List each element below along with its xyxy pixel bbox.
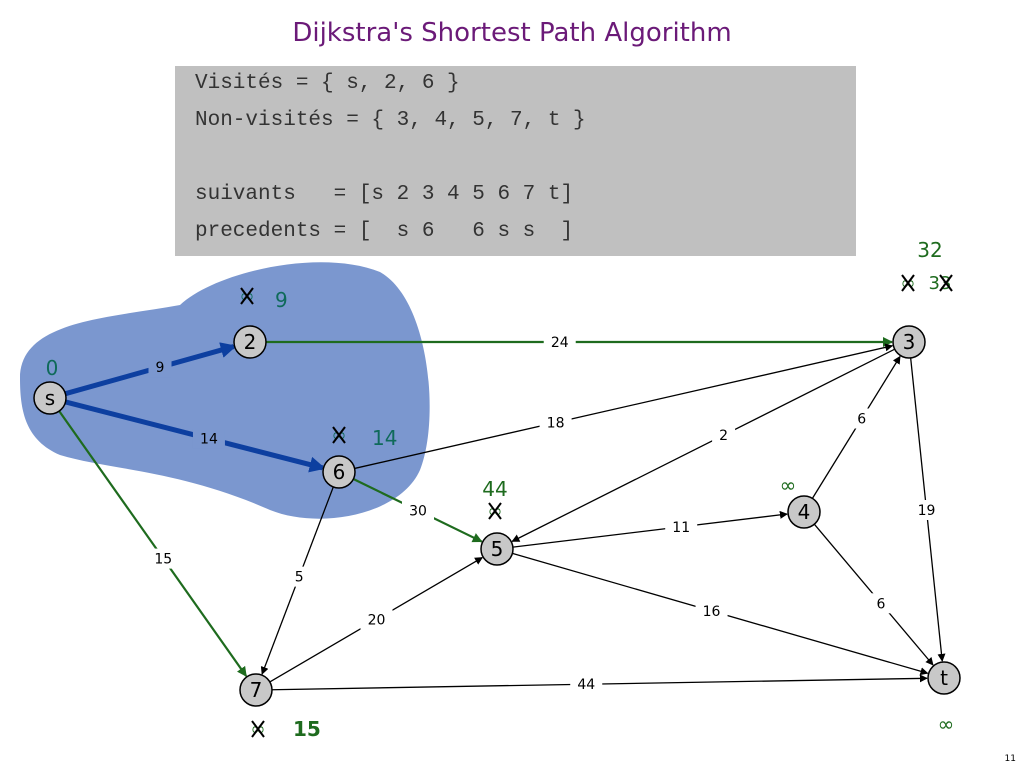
edge-weight-label: 15 — [154, 552, 172, 568]
node-6 — [322, 455, 356, 489]
edge-weight-label: 30 — [409, 504, 427, 520]
next-array-line: suivants = [s 2 3 4 5 6 7 t] — [195, 183, 574, 206]
distance-5: 44 — [482, 477, 507, 501]
node-label-t: t — [940, 666, 948, 690]
edge-weight-bg — [402, 500, 434, 521]
strikeout-mark — [240, 287, 254, 305]
edge-weight-bg — [910, 500, 943, 520]
node-label-3: 3 — [903, 330, 916, 354]
distance-s: 0 — [46, 356, 59, 380]
node-label-6: 6 — [333, 460, 346, 484]
node-5 — [480, 532, 514, 566]
edge-weight-label: 24 — [551, 335, 569, 351]
node-label-5: 5 — [491, 537, 504, 561]
node-4 — [787, 495, 821, 529]
node-3 — [892, 325, 926, 359]
edge-weight-bg — [665, 516, 698, 537]
distance-3: 32 — [917, 238, 942, 262]
edge-weight-label: 9 — [156, 360, 165, 376]
distance-7: 15 — [293, 717, 321, 741]
previous-array-line: precedents = [ s 6 6 s s ] — [195, 220, 574, 243]
edge-weight-bg — [850, 408, 874, 429]
distance-6: 14 — [372, 426, 397, 450]
node-label-s: s — [45, 386, 55, 410]
slide-title: Dijkstra's Shortest Path Algorithm — [292, 18, 732, 48]
strikeout-mark — [939, 274, 953, 292]
edge-weight-bg — [712, 425, 736, 446]
algorithm-state-box: Visités = { s, 2, 6 } Non-visités = { 3,… — [175, 66, 856, 256]
edge-3-5 — [511, 348, 895, 542]
edge-weight-label: 20 — [368, 613, 386, 629]
edge-weight-bg — [543, 332, 576, 352]
distance-2: 9 — [275, 288, 288, 312]
edge-weight-label: 18 — [547, 416, 565, 432]
edge-weight-bg — [360, 609, 393, 630]
node-t — [927, 661, 961, 695]
node-label-7: 7 — [250, 678, 263, 702]
edge-s-7 — [58, 410, 248, 677]
edge-weight-label: 16 — [703, 604, 721, 620]
node-7 — [239, 673, 273, 707]
edge-weight-label: 14 — [200, 432, 218, 448]
edge-weight-bg — [695, 600, 728, 621]
strikeout-mark — [332, 426, 346, 444]
strikeout-mark — [251, 720, 265, 738]
unvisited-set-line: Non-visités = { 3, 4, 5, 7, t } — [195, 109, 586, 132]
old-distance-2-3: 33 — [929, 273, 952, 294]
edge-weight-bg — [570, 674, 603, 695]
edge-weight-bg — [539, 412, 572, 433]
edge-weight-bg — [192, 428, 225, 449]
strikeout-mark — [901, 274, 915, 292]
edge-weight-label: 2 — [719, 428, 728, 444]
edge-weight-label: 6 — [857, 412, 866, 428]
node-label-2: 2 — [244, 330, 257, 354]
edge-weight-label: 6 — [877, 596, 886, 612]
visited-region — [20, 262, 430, 519]
edge-weight-bg — [869, 593, 893, 614]
page-number: 11 — [1004, 754, 1016, 764]
edge-weight-label: 19 — [918, 503, 936, 519]
distance-t: ∞ — [938, 712, 955, 736]
edge-weight-bg — [287, 566, 311, 587]
node-label-4: 4 — [798, 500, 811, 524]
edge-weight-bg — [147, 548, 180, 569]
edge-weight-label: 11 — [672, 520, 690, 536]
distance-4: ∞ — [780, 473, 797, 497]
node-2 — [233, 325, 267, 359]
node-s — [33, 381, 67, 415]
visited-set-line: Visités = { s, 2, 6 } — [195, 72, 460, 95]
edge-weight-label: 44 — [577, 677, 595, 693]
edge-5-4 — [512, 510, 788, 548]
edge-weight-label: 5 — [295, 570, 304, 586]
edge-weight-bg — [148, 357, 172, 378]
edge-6-3 — [354, 343, 894, 470]
strikeout-mark — [488, 502, 502, 520]
